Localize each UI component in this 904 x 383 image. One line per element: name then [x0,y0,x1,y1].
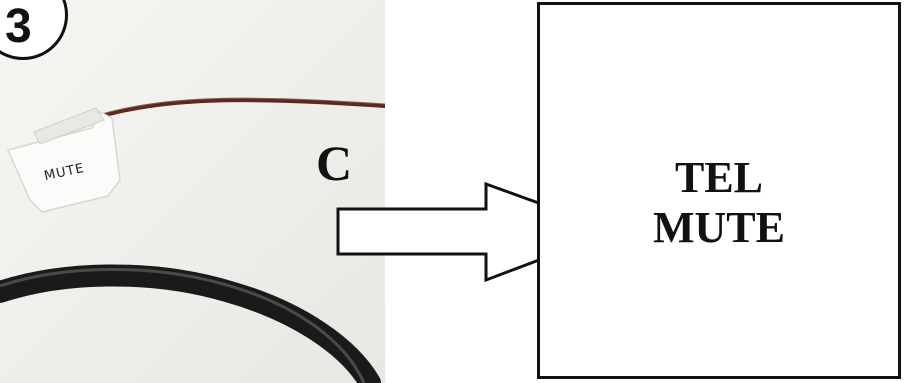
thin-wire-highlight [94,97,385,117]
thick-cable-highlight [0,268,366,383]
function-label-line-1: TEL [674,153,764,202]
function-label: TEL MUTE [540,153,898,253]
function-label-line-2: MUTE [653,203,785,252]
step-badge: 3 [0,0,68,60]
function-box: TEL MUTE [537,2,901,379]
wire-photo-drawing [0,0,385,383]
thin-wire [93,98,385,120]
wire-tag-fold [33,107,105,145]
wire-photo: MUTE [0,0,385,383]
connector-letter: C [316,135,353,191]
step-number: 3 [5,0,32,53]
